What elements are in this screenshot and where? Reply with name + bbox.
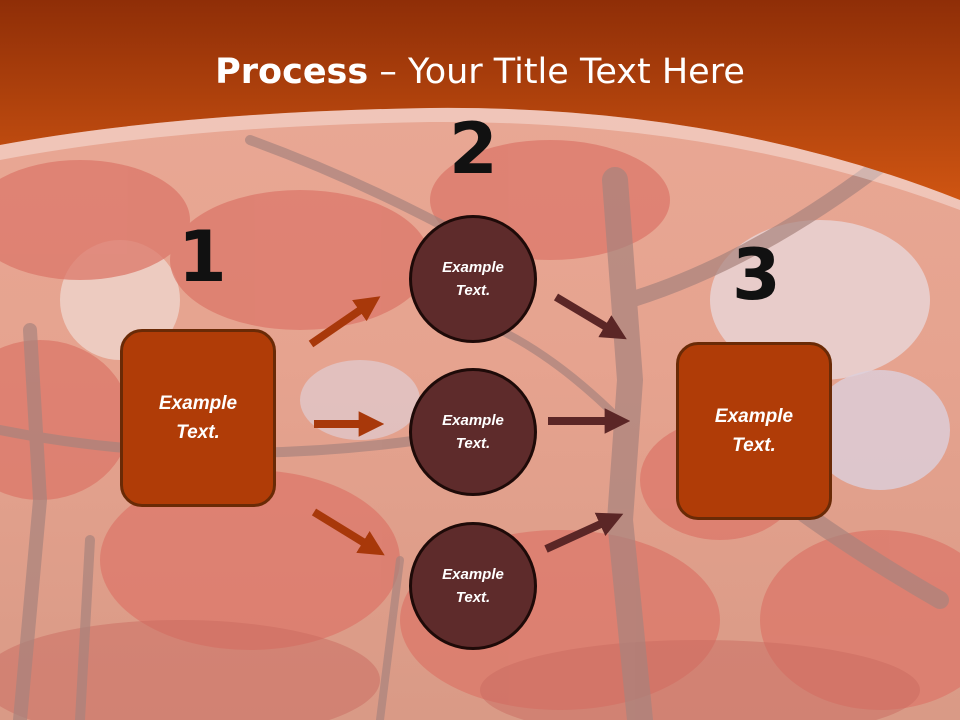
title-bold: Process: [215, 52, 369, 92]
step-1-box: Example Text.: [120, 329, 276, 507]
arrow-top-to-3: [553, 293, 627, 340]
step-2-circle-bottom: Example Text.: [409, 522, 537, 650]
step-2-text-bottom: Example Text.: [442, 566, 504, 606]
title-rest: – Your Title Text Here: [368, 52, 745, 92]
slide-title: Process – Your Title Text Here: [0, 52, 960, 92]
arrow-bottom-to-3: [544, 512, 624, 553]
step-2-text-middle: Example Text.: [442, 412, 504, 452]
arrow-1-to-top: [308, 296, 381, 348]
step-1-text: Example Text.: [158, 393, 238, 443]
step-number-2: 2: [449, 108, 498, 190]
step-3-box: Example Text.: [676, 342, 832, 520]
step-2-text-top: Example Text.: [442, 259, 504, 299]
step-2-circle-middle: Example Text.: [409, 368, 537, 496]
step-2-circle-top: Example Text.: [409, 215, 537, 343]
step-3-text: Example Text.: [714, 406, 794, 456]
arrow-1-to-bottom: [311, 508, 385, 556]
step-number-3: 3: [732, 234, 781, 316]
step-number-1: 1: [178, 216, 227, 298]
